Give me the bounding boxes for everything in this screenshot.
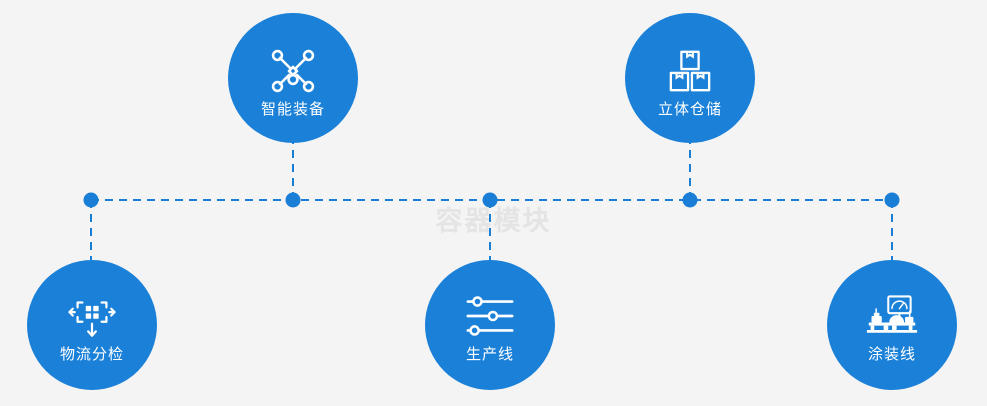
junction-dot-production-line[interactable]: [482, 192, 498, 208]
node-label-production-line: 生产线: [465, 345, 514, 363]
stacked-boxes-icon: [663, 44, 717, 98]
junction-dot-smart-equipment[interactable]: [285, 192, 301, 208]
node-smart-equipment[interactable]: 智能装备: [228, 13, 358, 143]
node-label-logistics-sorting: 物流分检: [59, 345, 124, 363]
node-production-line[interactable]: 生产线: [425, 260, 555, 390]
node-label-smart-equipment: 智能装备: [260, 100, 325, 118]
node-logistics-sorting[interactable]: 物流分检: [27, 260, 157, 390]
junction-dot-painting-line[interactable]: [884, 192, 900, 208]
factory-monitor-icon: [865, 289, 919, 343]
node-label-painting-line: 涂装线: [867, 345, 916, 363]
junction-dot-logistics-sorting[interactable]: [83, 192, 99, 208]
node-label-stereoscopic-warehouse: 立体仓储: [657, 100, 722, 118]
junction-dot-stereoscopic-warehouse[interactable]: [682, 192, 698, 208]
node-stereoscopic-warehouse[interactable]: 立体仓储: [625, 13, 755, 143]
sliders-icon: [463, 289, 517, 343]
sorting-arrows-icon: [65, 289, 119, 343]
node-painting-line[interactable]: 涂装线: [827, 260, 957, 390]
network-nodes-icon: [266, 44, 320, 98]
